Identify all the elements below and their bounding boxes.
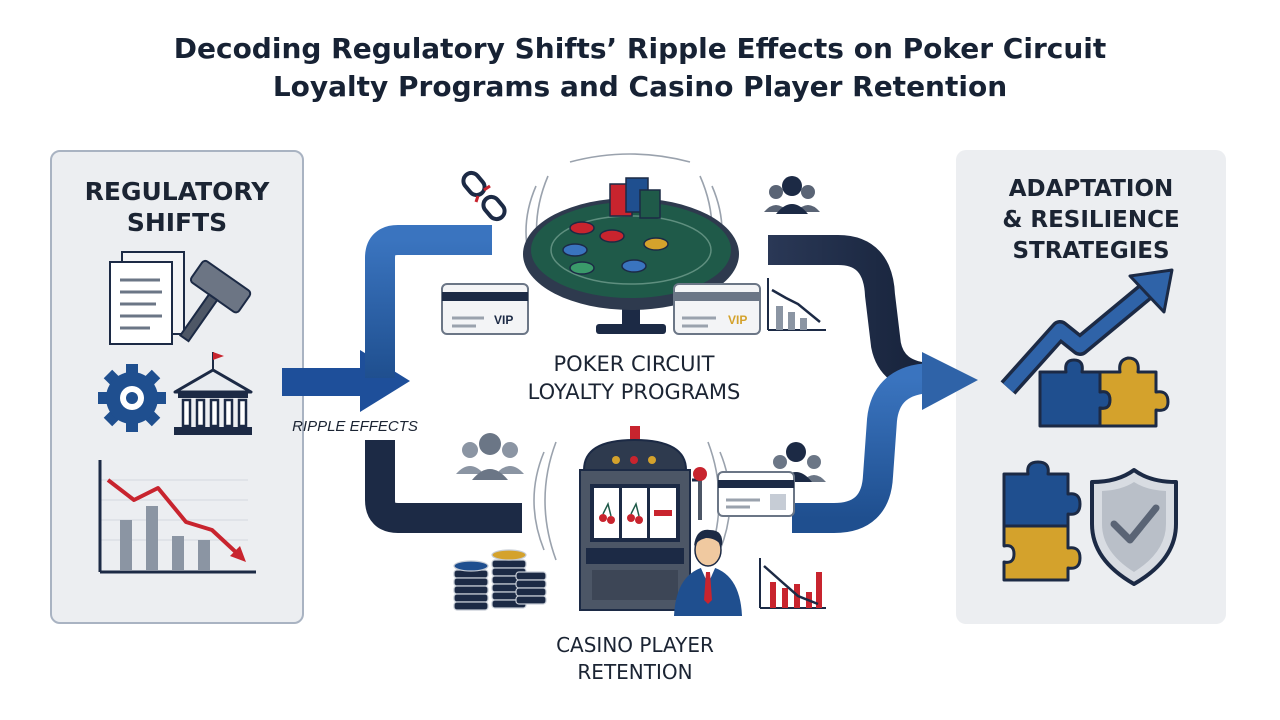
adaptation-line-1: ADAPTATION — [1008, 176, 1174, 202]
poker-table-icon — [523, 153, 739, 334]
puzzle-pieces-top-icon — [1038, 356, 1170, 428]
regulatory-shifts-line-2: SHIFTS — [126, 208, 228, 237]
small-decline-chart-icon-bottom — [759, 558, 826, 609]
id-card-icon — [717, 471, 795, 517]
poker-chip-stacks-icon — [453, 549, 547, 611]
businessman-icon — [674, 529, 742, 616]
poker-loyalty-label: POKER CIRCUIT LOYALTY PROGRAMS — [492, 350, 776, 406]
casino-retention-line-2: RETENTION — [577, 660, 693, 684]
users-group-icon-left — [456, 433, 524, 480]
casino-retention-label: CASINO PLAYER RETENTION — [500, 632, 770, 686]
shield-check-icon — [1090, 468, 1178, 586]
lower-merge-arrow — [792, 363, 932, 533]
casino-retention-line-1: CASINO PLAYER — [556, 633, 714, 657]
users-group-icon-top — [764, 176, 820, 214]
adaptation-title: ADAPTATION & RESILIENCE STRATEGIES — [956, 174, 1226, 267]
cherry-icon — [599, 501, 615, 524]
vip-card-right-label: VIP — [728, 313, 747, 327]
upper-branch-arrow — [365, 225, 492, 378]
title-line-2: Loyalty Programs and Casino Player Reten… — [272, 70, 1008, 103]
broken-chain-icon — [461, 170, 507, 222]
government-building-icon — [173, 352, 253, 435]
growth-arrow-icon — [1000, 268, 1174, 395]
lower-branch-arrow — [365, 440, 522, 533]
adaptation-line-3: STRATEGIES — [1012, 238, 1170, 264]
slot-machine-icon — [533, 426, 731, 611]
vip-card-right-icon: VIP — [673, 283, 761, 335]
puzzle-pieces-bottom-icon — [1002, 460, 1082, 582]
poker-loyalty-line-2: LOYALTY PROGRAMS — [527, 380, 741, 404]
vip-card-left-icon: VIP — [441, 283, 529, 335]
flow-arrows — [282, 225, 978, 533]
cherry-icon — [627, 501, 643, 524]
poker-chip-stack-icon — [609, 177, 661, 219]
declining-chart-icon — [98, 460, 256, 574]
title-line-1: Decoding Regulatory Shifts’ Ripple Effec… — [173, 32, 1107, 65]
small-decline-chart-icon-top — [767, 278, 826, 331]
documents-gavel-icon — [109, 251, 252, 345]
gear-icon — [98, 364, 166, 432]
vip-card-left-label: VIP — [494, 313, 513, 327]
ripple-effects-label: RIPPLE EFFECTS — [292, 418, 418, 435]
regulatory-shifts-title: REGULATORY SHIFTS — [50, 176, 304, 238]
regulatory-shifts-line-1: REGULATORY — [84, 177, 270, 206]
poker-loyalty-line-1: POKER CIRCUIT — [553, 352, 715, 376]
adaptation-line-2: & RESILIENCE — [1002, 207, 1180, 233]
output-arrowhead — [922, 352, 978, 410]
page-title: Decoding Regulatory Shifts’ Ripple Effec… — [0, 30, 1280, 106]
